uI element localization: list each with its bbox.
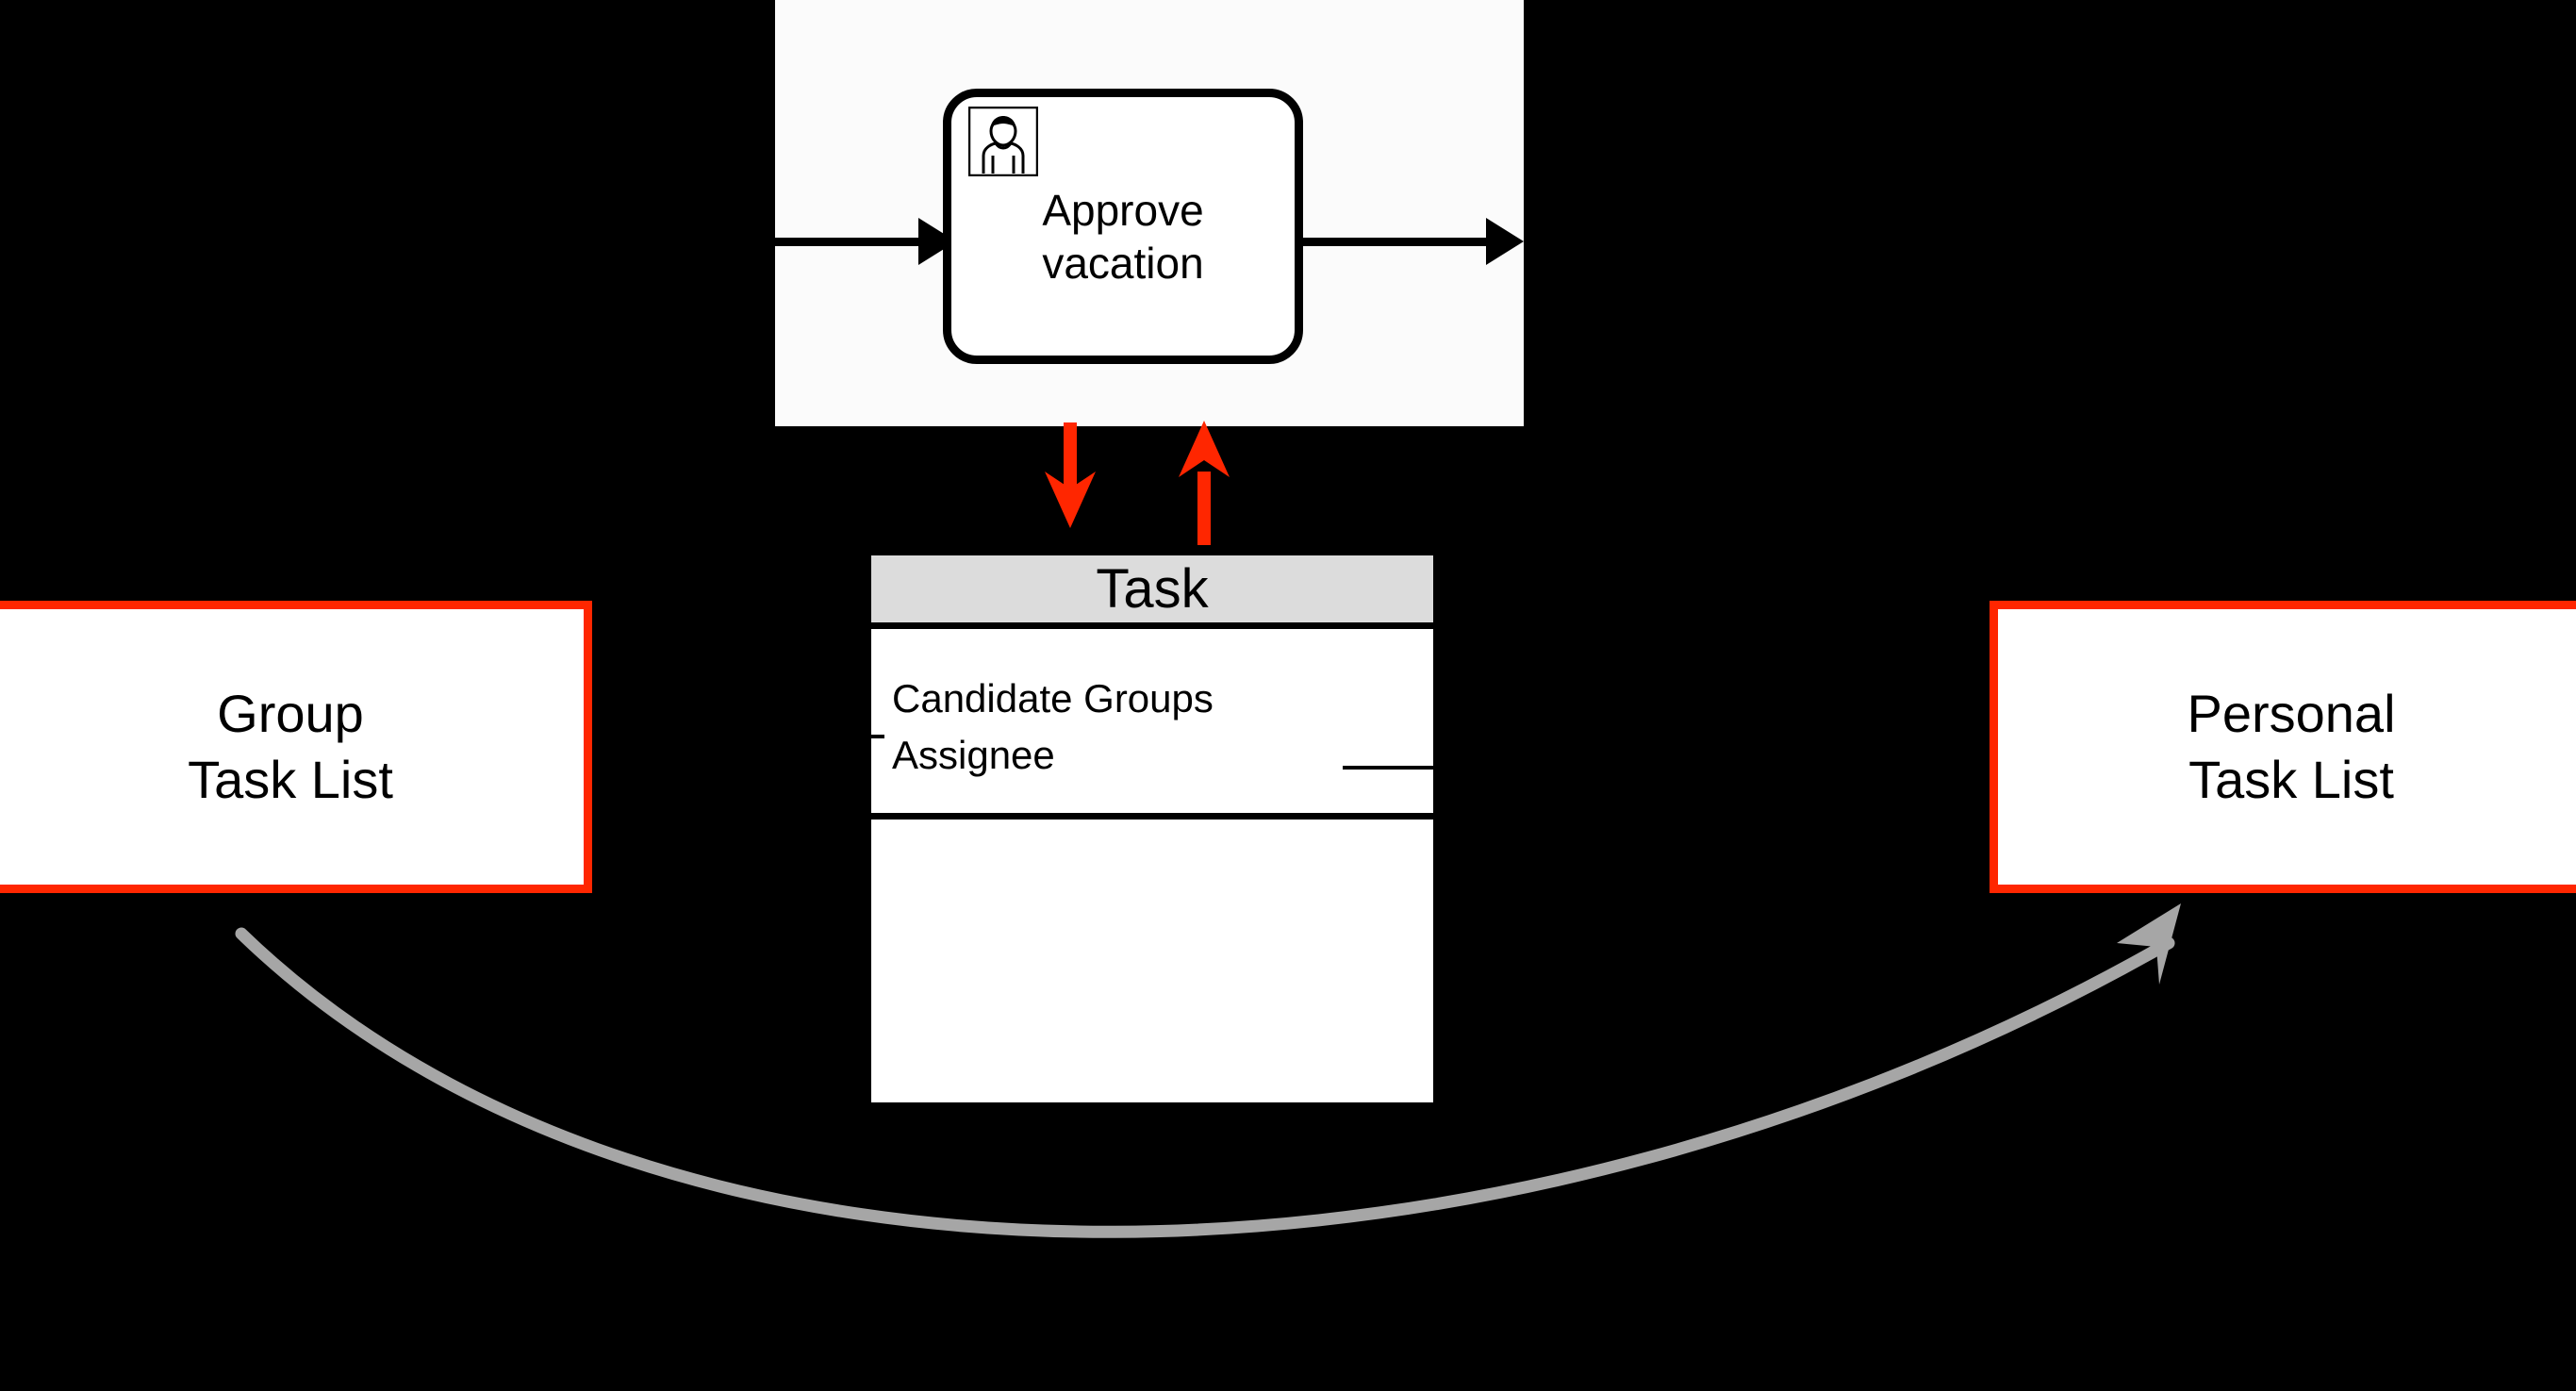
sequence-flow-out-arrowhead bbox=[1486, 218, 1524, 265]
uml-attributes-compartment: Candidate Groups Assignee bbox=[864, 629, 1433, 820]
attribute-underline-rule bbox=[1343, 766, 1433, 770]
group-task-list-label: Group Task List bbox=[188, 684, 393, 809]
assignee-arrow-up bbox=[1179, 421, 1230, 545]
user-task-label: Approve vacation bbox=[1042, 186, 1204, 288]
group-task-list-box[interactable]: Group Task List bbox=[0, 601, 592, 893]
uml-class-name: Task bbox=[871, 555, 1433, 629]
uml-class-task[interactable]: Task Candidate Groups Assignee bbox=[864, 549, 1440, 1109]
user-task-approve-vacation[interactable]: Approve vacation bbox=[943, 89, 1303, 364]
sequence-flow-out-line bbox=[1303, 238, 1509, 246]
bpmn-pool: Approve vacation bbox=[775, 0, 1524, 426]
sequence-flow-in-line bbox=[775, 238, 926, 246]
user-icon bbox=[967, 106, 1039, 177]
uml-attribute-candidate-groups: Candidate Groups bbox=[892, 676, 1214, 720]
candidate-groups-arrow-down bbox=[1045, 422, 1096, 528]
uml-attribute-assignee: Assignee bbox=[892, 733, 1055, 777]
personal-task-list-label: Personal Task List bbox=[2187, 684, 2396, 809]
attribute-marker-dash bbox=[864, 735, 884, 738]
personal-task-list-box[interactable]: Personal Task List bbox=[1990, 601, 2576, 893]
